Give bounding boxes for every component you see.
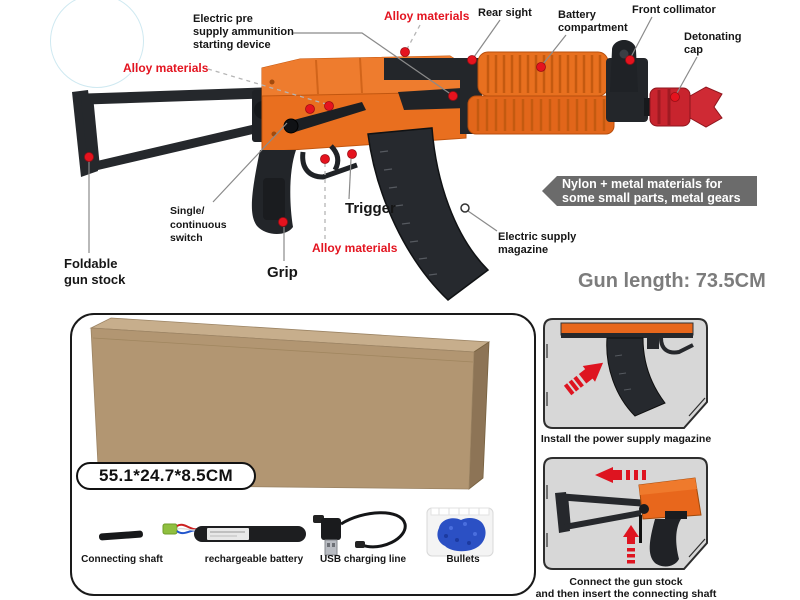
accessory-label-usb-charging-line: USB charging line xyxy=(319,554,407,565)
callout-detonating-cap: Detonating cap xyxy=(684,31,742,57)
magazine-graphic xyxy=(367,127,490,301)
package-contents-graphics xyxy=(89,317,494,557)
install-arrow-icon xyxy=(563,362,604,396)
usb-charging-line-graphic xyxy=(313,511,407,556)
cardboard-box-graphic xyxy=(89,317,491,490)
bullets-bag-graphic xyxy=(426,507,494,557)
callout-trigger: Trigger xyxy=(345,200,396,217)
accessory-label-rechargeable-battery: rechargeable battery xyxy=(204,554,304,565)
rechargeable-battery-graphic xyxy=(162,523,306,542)
stock-graphic xyxy=(72,87,272,177)
connect-arrow-left-icon xyxy=(595,467,646,483)
materials-banner: Nylon + metal materials for some small p… xyxy=(542,176,757,206)
callout-alloy-materials-left: Alloy materials xyxy=(123,61,209,75)
materials-banner-text: Nylon + metal materials for some small p… xyxy=(562,176,741,205)
callout-single-continuous-switch: Single/ continuous switch xyxy=(170,205,227,245)
callout-front-collimator: Front collimator xyxy=(632,4,716,16)
callout-electric-pre-supply: Electric pre supply ammunition starting … xyxy=(193,13,294,51)
leader-lines xyxy=(88,16,698,261)
box-dimensions-badge: 55.1*24.7*8.5CM xyxy=(76,462,256,490)
grip-graphic xyxy=(251,150,296,235)
accessory-label-bullets: Bullets xyxy=(446,554,480,565)
gun-length-text: Gun length: 73.5CM xyxy=(578,270,766,292)
package-contents-panel xyxy=(70,313,536,596)
accessory-label-connecting-shaft: Connecting shaft xyxy=(81,554,163,565)
callout-grip: Grip xyxy=(267,264,298,281)
magazine-marker-ring xyxy=(460,203,470,213)
instruction-caption-connect-stock: Connect the gun stock and then insert th… xyxy=(535,576,717,600)
gun-illustration xyxy=(72,16,723,301)
handguard-graphic xyxy=(467,51,615,135)
callout-foldable-gun-stock: Foldable gun stock xyxy=(64,256,126,288)
trigger-graphic xyxy=(300,144,358,180)
instruction-panel-install-magazine xyxy=(543,318,708,429)
decorative-circle xyxy=(50,0,144,88)
front-sight-graphic xyxy=(606,40,654,122)
selector-lever-graphic xyxy=(283,102,366,134)
callout-alloy-materials-bottom: Alloy materials xyxy=(312,241,398,255)
red-marker-dots xyxy=(84,47,680,227)
callout-alloy-materials-top: Alloy materials xyxy=(384,9,470,23)
callout-battery-compartment: Battery compartment xyxy=(558,9,628,35)
callout-electric-supply-magazine: Electric supply magazine xyxy=(498,231,577,257)
connect-arrow-up-icon xyxy=(623,525,639,564)
receiver-graphic xyxy=(261,55,500,153)
connecting-shaft-graphic xyxy=(98,530,143,541)
instruction-caption-install-magazine: Install the power supply magazine xyxy=(540,433,712,445)
callout-rear-sight: Rear sight xyxy=(478,7,532,19)
instruction-panel-connect-stock xyxy=(543,457,708,570)
detonating-cap-graphic xyxy=(649,86,723,128)
